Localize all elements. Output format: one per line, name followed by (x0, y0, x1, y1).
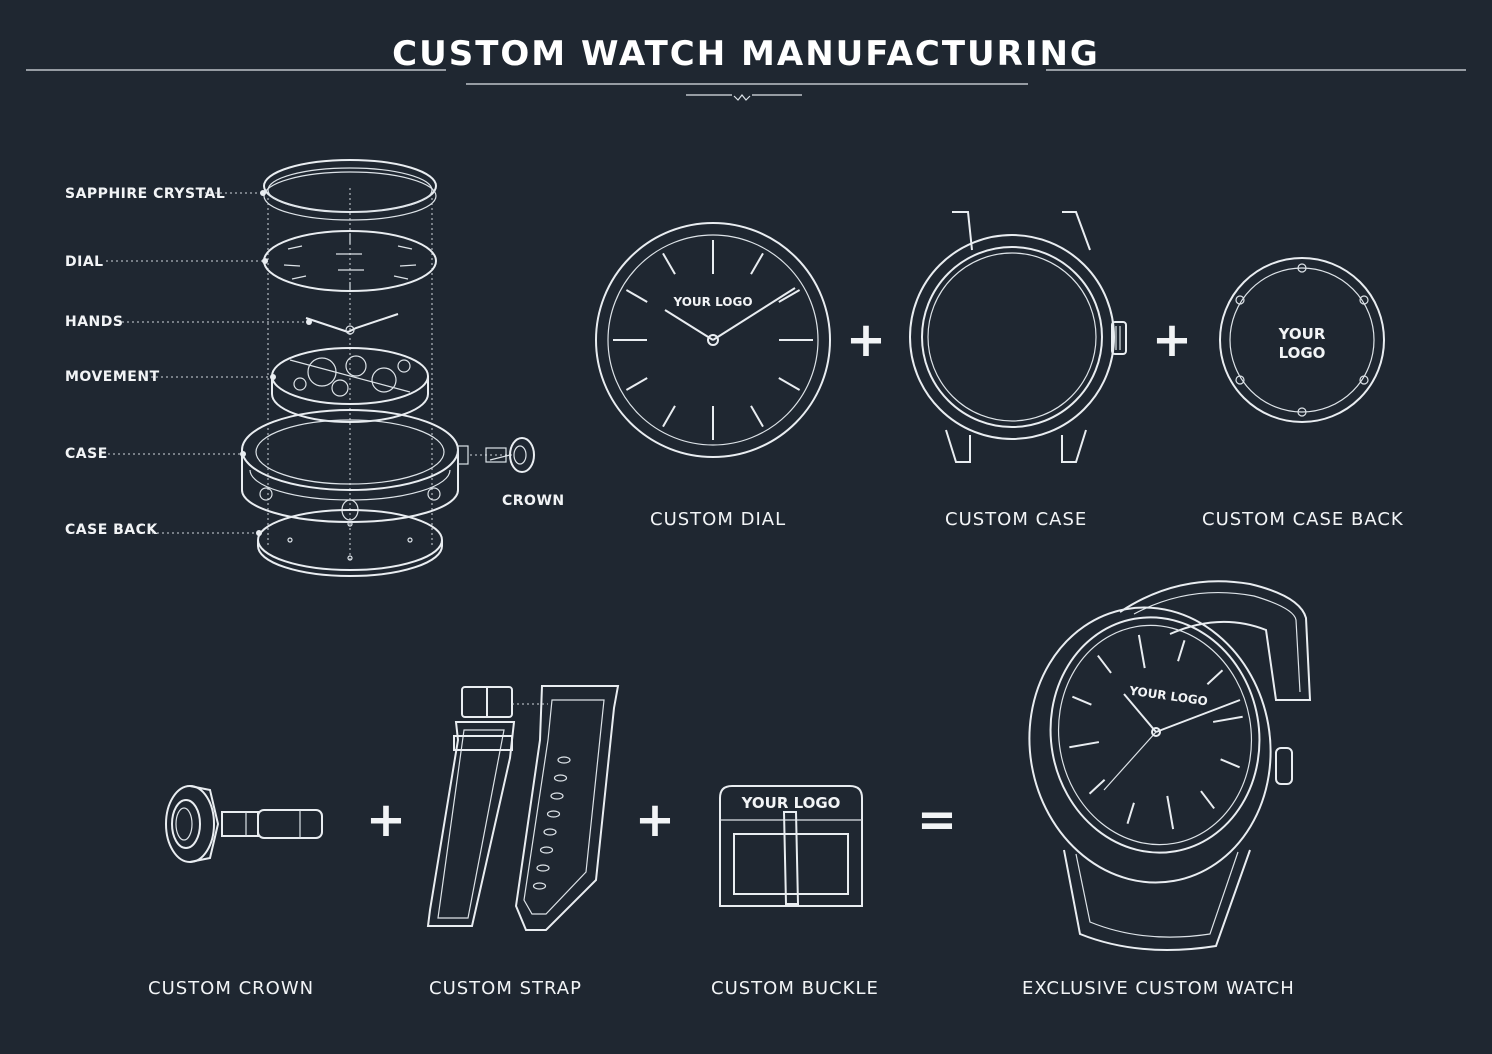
svg-text:+: + (635, 792, 675, 848)
case-back-part (256, 509, 443, 577)
label-custom-strap: CUSTOM STRAP (429, 978, 582, 999)
hour-marker (625, 377, 648, 391)
hour-marker (1206, 669, 1224, 686)
strap-hole (532, 882, 547, 890)
hour-marker (662, 405, 676, 428)
callout-case: CASE (65, 446, 108, 462)
title-ornament (26, 69, 1466, 101)
hour-marker (1137, 634, 1146, 669)
callout-hands: HANDS (65, 314, 124, 330)
svg-text:=: = (917, 792, 957, 848)
exploded-watch-diagram (106, 159, 535, 577)
custom-case-back-drawing: YOUR LOGO (1219, 257, 1385, 423)
watch-hour-markers (1069, 634, 1243, 830)
hour-marker (625, 289, 648, 303)
label-custom-case: CUSTOM CASE (945, 509, 1088, 530)
strap-hole (539, 846, 554, 854)
strap-hole (536, 864, 550, 872)
callout-movement: MOVEMENT (65, 369, 160, 385)
sapphire-crystal-part (260, 159, 437, 221)
hour-marker (1126, 802, 1135, 824)
strap-hole (543, 828, 557, 836)
custom-dial-logo: YOUR LOGO (672, 295, 752, 309)
hour-marker (1166, 795, 1175, 830)
hour-marker (1200, 790, 1215, 810)
label-custom-buckle: CUSTOM BUCKLE (711, 978, 879, 999)
exclusive-watch-logo: YOUR LOGO (1127, 683, 1208, 708)
strap-hole (553, 774, 568, 782)
strap-holes (532, 756, 571, 890)
hour-marker (1097, 654, 1112, 674)
movement-part (270, 347, 429, 423)
custom-strap-drawing (426, 685, 620, 931)
svg-text:+: + (1152, 312, 1192, 368)
label-custom-dial: CUSTOM DIAL (650, 509, 787, 530)
svg-text:+: + (366, 792, 406, 848)
label-custom-case-back: CUSTOM CASE BACK (1202, 509, 1404, 530)
hands-part (305, 313, 399, 335)
page-title: CUSTOM WATCH MANUFACTURING (392, 34, 1100, 74)
hour-marker (778, 289, 801, 303)
hour-marker (778, 377, 801, 391)
hour-marker (1072, 695, 1092, 706)
plus-operator-4: + (635, 792, 675, 848)
plus-operator-1: + (846, 312, 886, 368)
strap-hole (546, 810, 561, 818)
hour-marker (750, 252, 764, 275)
callout-dial: DIAL (65, 254, 104, 270)
dial-hour-markers (613, 240, 813, 440)
custom-case-drawing (909, 211, 1127, 463)
callout-sapphire-crystal: SAPPHIRE CRYSTAL (65, 186, 226, 202)
hour-marker (1088, 778, 1106, 795)
plus-operator-2: + (1152, 312, 1192, 368)
equals-operator: = (917, 792, 957, 848)
strap-hole (550, 792, 564, 800)
custom-crown-drawing (165, 785, 323, 863)
custom-buckle-drawing: YOUR LOGO (719, 785, 863, 907)
hour-marker (1069, 741, 1100, 749)
hour-marker (1220, 758, 1240, 769)
exclusive-watch-drawing: YOUR LOGO (1028, 580, 1312, 951)
label-custom-crown: CUSTOM CROWN (148, 978, 315, 999)
svg-text:+: + (846, 312, 886, 368)
hour-marker (750, 405, 764, 428)
crown-part (470, 437, 535, 473)
custom-buckle-logo: YOUR LOGO (741, 794, 841, 812)
case-back-logo-line2: LOGO (1279, 344, 1326, 362)
callout-case-back: CASE BACK (65, 522, 158, 538)
hour-marker (1212, 715, 1243, 723)
case-back-logo-line1: YOUR (1278, 325, 1326, 343)
case-part (240, 409, 469, 523)
hour-marker (662, 252, 676, 275)
dial-part (262, 230, 437, 292)
custom-dial-drawing: YOUR LOGO (595, 222, 831, 458)
callout-crown: CROWN (502, 493, 565, 509)
label-exclusive-custom-watch: EXCLUSIVE CUSTOM WATCH (1022, 978, 1295, 999)
plus-operator-3: + (366, 792, 406, 848)
strap-hole (557, 756, 571, 764)
hour-marker (1177, 640, 1186, 662)
